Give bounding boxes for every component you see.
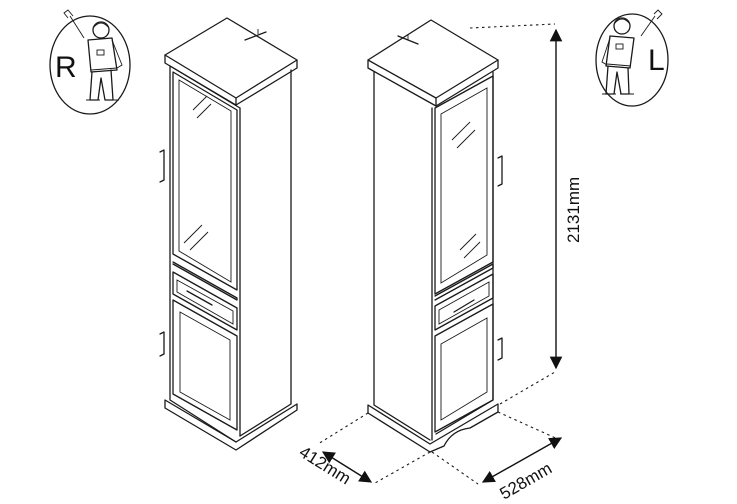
height-label: 2131mm: [564, 177, 583, 243]
width-dimension: [431, 411, 563, 485]
cabinet-left-hinge: [367, 19, 503, 453]
width-label: 528mm: [497, 459, 556, 504]
cabinet-right-hinge: [159, 17, 298, 451]
left-badge-letter: R: [55, 51, 77, 84]
depth-dimension: [317, 412, 431, 484]
person-pointing-right-icon: [49, 9, 131, 115]
height-dimension: [469, 23, 563, 405]
right-badge-letter: L: [648, 44, 665, 77]
person-pointing-left-icon: [595, 9, 669, 107]
